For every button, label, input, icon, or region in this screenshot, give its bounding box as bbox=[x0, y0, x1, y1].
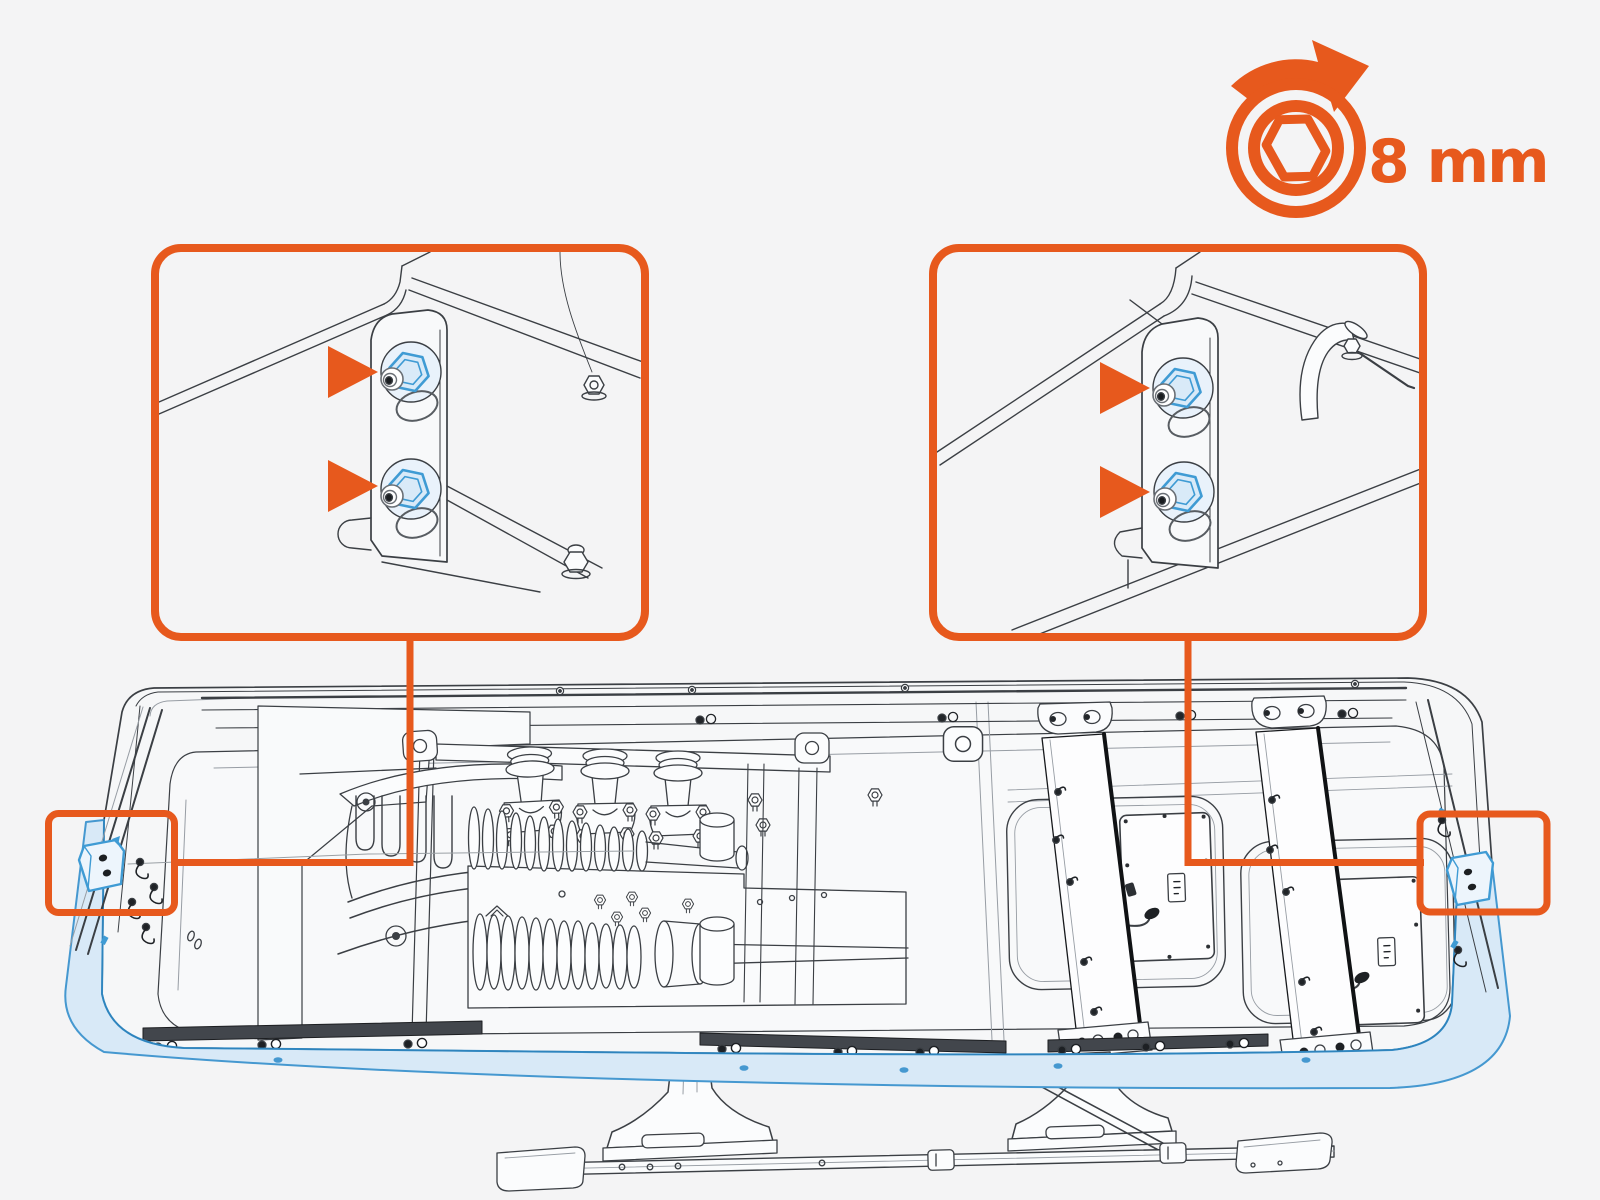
hinge-comb bbox=[337, 763, 605, 955]
runner-bar bbox=[496, 1132, 1335, 1192]
right-retainer-clip bbox=[1445, 850, 1495, 907]
callout-left bbox=[151, 244, 649, 641]
mechanism-assembly bbox=[257, 705, 984, 1041]
bottom-rails bbox=[142, 1020, 1269, 1057]
callout-connector-left bbox=[178, 641, 414, 866]
rear-bolt bbox=[581, 375, 607, 401]
pedestal-legs bbox=[496, 1051, 1335, 1192]
callout-connector-right bbox=[1184, 641, 1424, 866]
band-rivets bbox=[273, 1057, 1311, 1073]
callout-left-border bbox=[151, 244, 649, 641]
fastener-arrow-icon bbox=[1100, 362, 1150, 414]
callout-right-detail-art bbox=[937, 252, 1419, 633]
actuator-bellows-rear bbox=[467, 806, 749, 872]
pedestal-leg-left bbox=[602, 1055, 778, 1162]
tool-size-label: 8 mm bbox=[1368, 127, 1548, 197]
bed-base-illustration bbox=[64, 677, 1511, 1192]
annotations bbox=[45, 244, 1551, 916]
hex-socket-icon bbox=[1226, 78, 1366, 218]
tool-badge: 8 mm bbox=[1226, 40, 1550, 218]
support-cylinders bbox=[699, 763, 818, 1005]
left-edge bbox=[69, 706, 635, 955]
fastener-arrow-icon bbox=[328, 460, 378, 512]
left-retainer-clip bbox=[77, 836, 126, 893]
callout-right-border bbox=[929, 244, 1427, 641]
callout-left-detail-art bbox=[159, 252, 641, 593]
left-skid-foot bbox=[496, 1146, 586, 1192]
rear-capnut bbox=[561, 544, 591, 580]
runner-clamp bbox=[927, 1142, 1187, 1171]
fastener-arrow-icon bbox=[1100, 466, 1150, 518]
highlight-box-left-clip bbox=[45, 810, 178, 916]
rim-band bbox=[64, 819, 1511, 1090]
fastener-arrow-icon bbox=[328, 346, 378, 398]
callout-right bbox=[929, 244, 1427, 641]
highlight-box-right-clip bbox=[1416, 810, 1551, 916]
right-skid-foot bbox=[1235, 1132, 1333, 1174]
hook-bracket bbox=[1299, 320, 1416, 421]
rail-bracket-plates bbox=[1037, 695, 1327, 735]
